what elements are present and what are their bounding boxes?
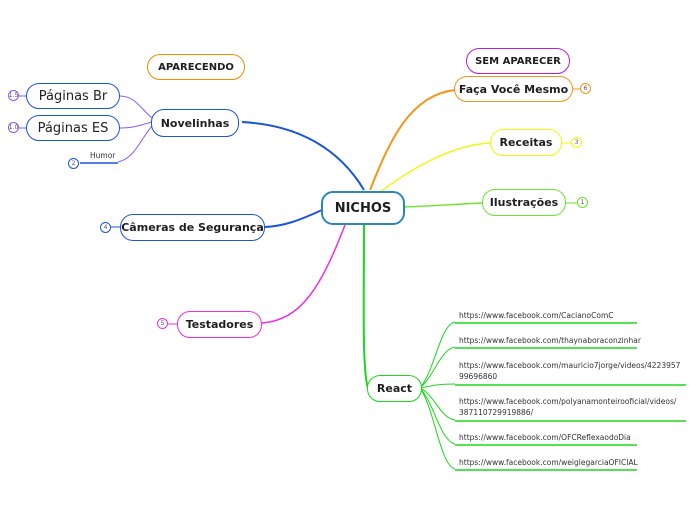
connector-receitas <box>379 142 491 193</box>
react-link[interactable]: https://www.facebook.com/OFCReflexaodoDi… <box>459 433 631 442</box>
node-paginas-es[interactable]: Páginas ES <box>26 115 120 141</box>
connector-link-3 <box>419 383 456 389</box>
node-faca-voce-mesmo[interactable]: Faça Você Mesmo <box>454 76 573 102</box>
connector-faca <box>369 89 456 191</box>
connector-link-4 <box>419 387 456 421</box>
root-node-nichos[interactable]: NICHOS <box>321 191 405 225</box>
node-ilustracoes[interactable]: Ilustrações <box>482 189 566 216</box>
react-link[interactable]: https://www.facebook.com/thaynaboraconzi… <box>459 336 641 345</box>
connector-link-6 <box>419 387 456 470</box>
badge-ilustracoes: 1 <box>577 197 588 208</box>
connector-ilustracoes <box>404 202 484 208</box>
connector-paginas-br <box>119 95 153 119</box>
aparecendo-label[interactable]: APARECENDO <box>147 54 245 80</box>
node-react[interactable]: React <box>367 375 422 402</box>
badge-receitas: 3 <box>571 137 582 148</box>
connector-testadores <box>261 224 346 324</box>
node-humor[interactable]: Humor <box>90 151 116 160</box>
badge-cameras: 4 <box>100 222 111 233</box>
connector-link-2 <box>419 346 456 389</box>
node-paginas-br[interactable]: Páginas Br <box>26 83 120 109</box>
badge-paginas-br: 1.5 <box>8 90 19 101</box>
react-link[interactable]: https://www.facebook.com/CacianoComC <box>459 311 614 320</box>
node-receitas[interactable]: Receitas <box>490 129 562 156</box>
connector-link-5 <box>419 387 456 445</box>
connector-react <box>362 224 369 389</box>
connector-novelinhas <box>241 121 365 191</box>
node-novelinhas[interactable]: Novelinhas <box>151 109 239 137</box>
react-link[interactable]: https://www.facebook.com/mauricio7jorge/… <box>459 361 681 381</box>
badge-testadores: 5 <box>157 318 168 329</box>
badge-paginas-es: 1.0 <box>8 122 19 133</box>
node-testadores[interactable]: Testadores <box>177 311 262 338</box>
connector-paginas-es <box>119 121 153 129</box>
sem-aparecer-label[interactable]: SEM APARECER <box>466 48 570 74</box>
connector-link-1 <box>419 321 456 389</box>
badge-faca: 6 <box>580 83 591 94</box>
node-cameras[interactable]: Câmeras de Segurança <box>120 214 265 241</box>
connector-cameras <box>264 209 323 228</box>
react-link[interactable]: https://www.facebook.com/weiglegarciaOFI… <box>459 458 638 467</box>
react-link[interactable]: https://www.facebook.com/polyanamonteiro… <box>459 397 677 417</box>
connector-humor <box>117 125 153 163</box>
badge-humor: 2 <box>68 158 79 169</box>
